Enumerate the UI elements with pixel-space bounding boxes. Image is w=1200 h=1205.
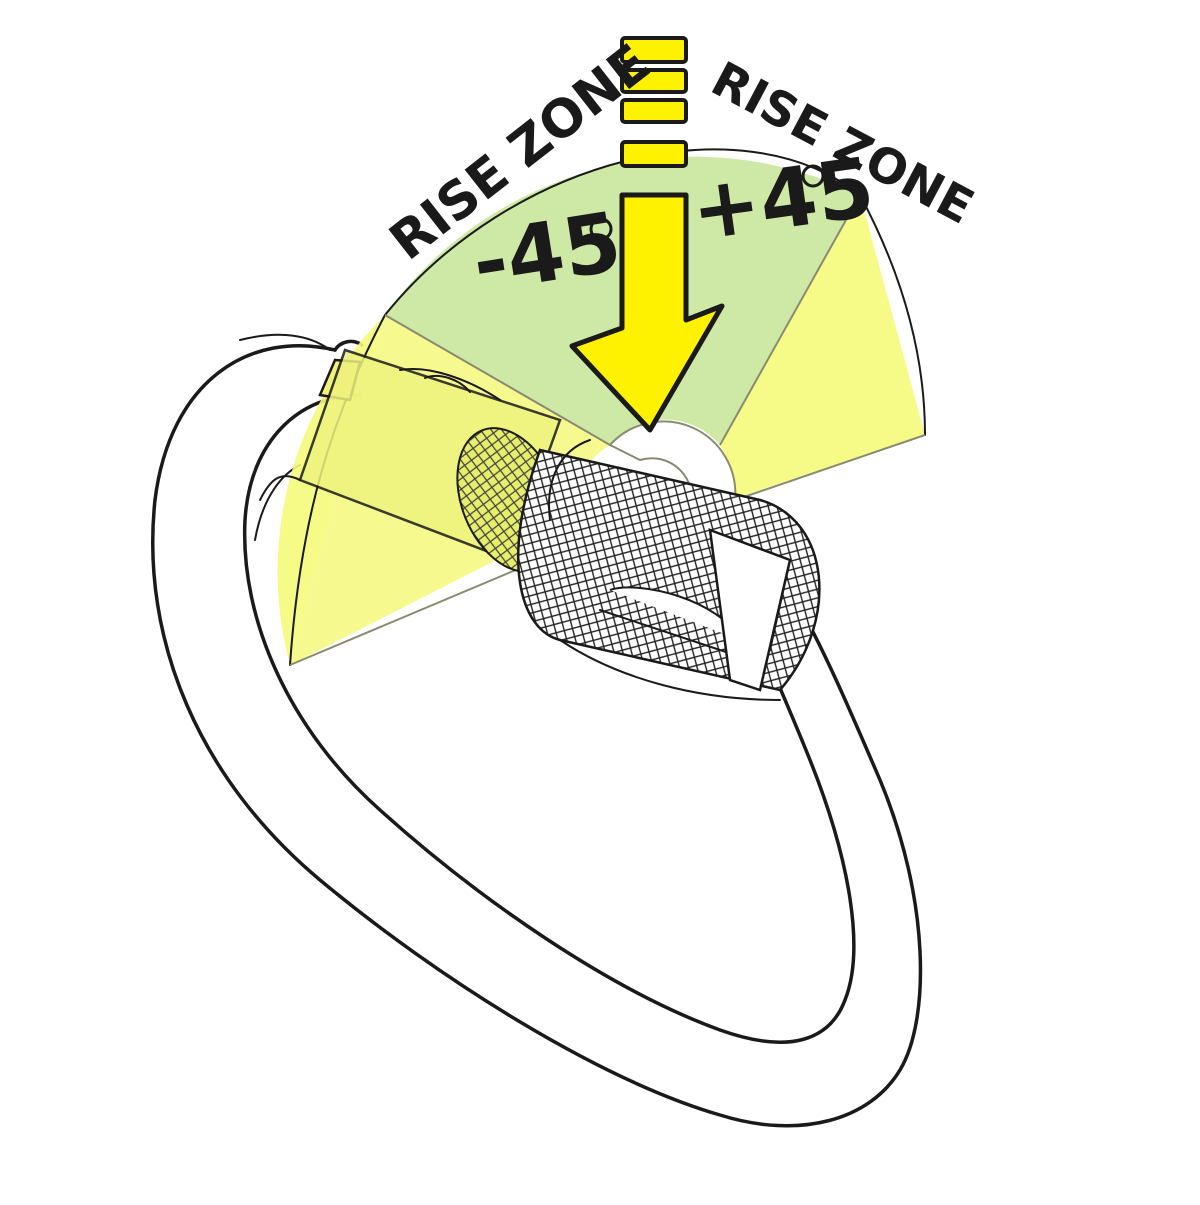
side-zone-right bbox=[720, 195, 925, 500]
degree-symbol-right bbox=[801, 164, 825, 188]
load-bars-icon bbox=[620, 36, 688, 168]
angle-left-label: -45 bbox=[466, 195, 627, 312]
locking-sleeve bbox=[259, 348, 821, 701]
degree-symbol-left bbox=[589, 217, 613, 241]
down-arrow-icon bbox=[569, 192, 725, 433]
carabiner-icon bbox=[151, 333, 923, 1128]
